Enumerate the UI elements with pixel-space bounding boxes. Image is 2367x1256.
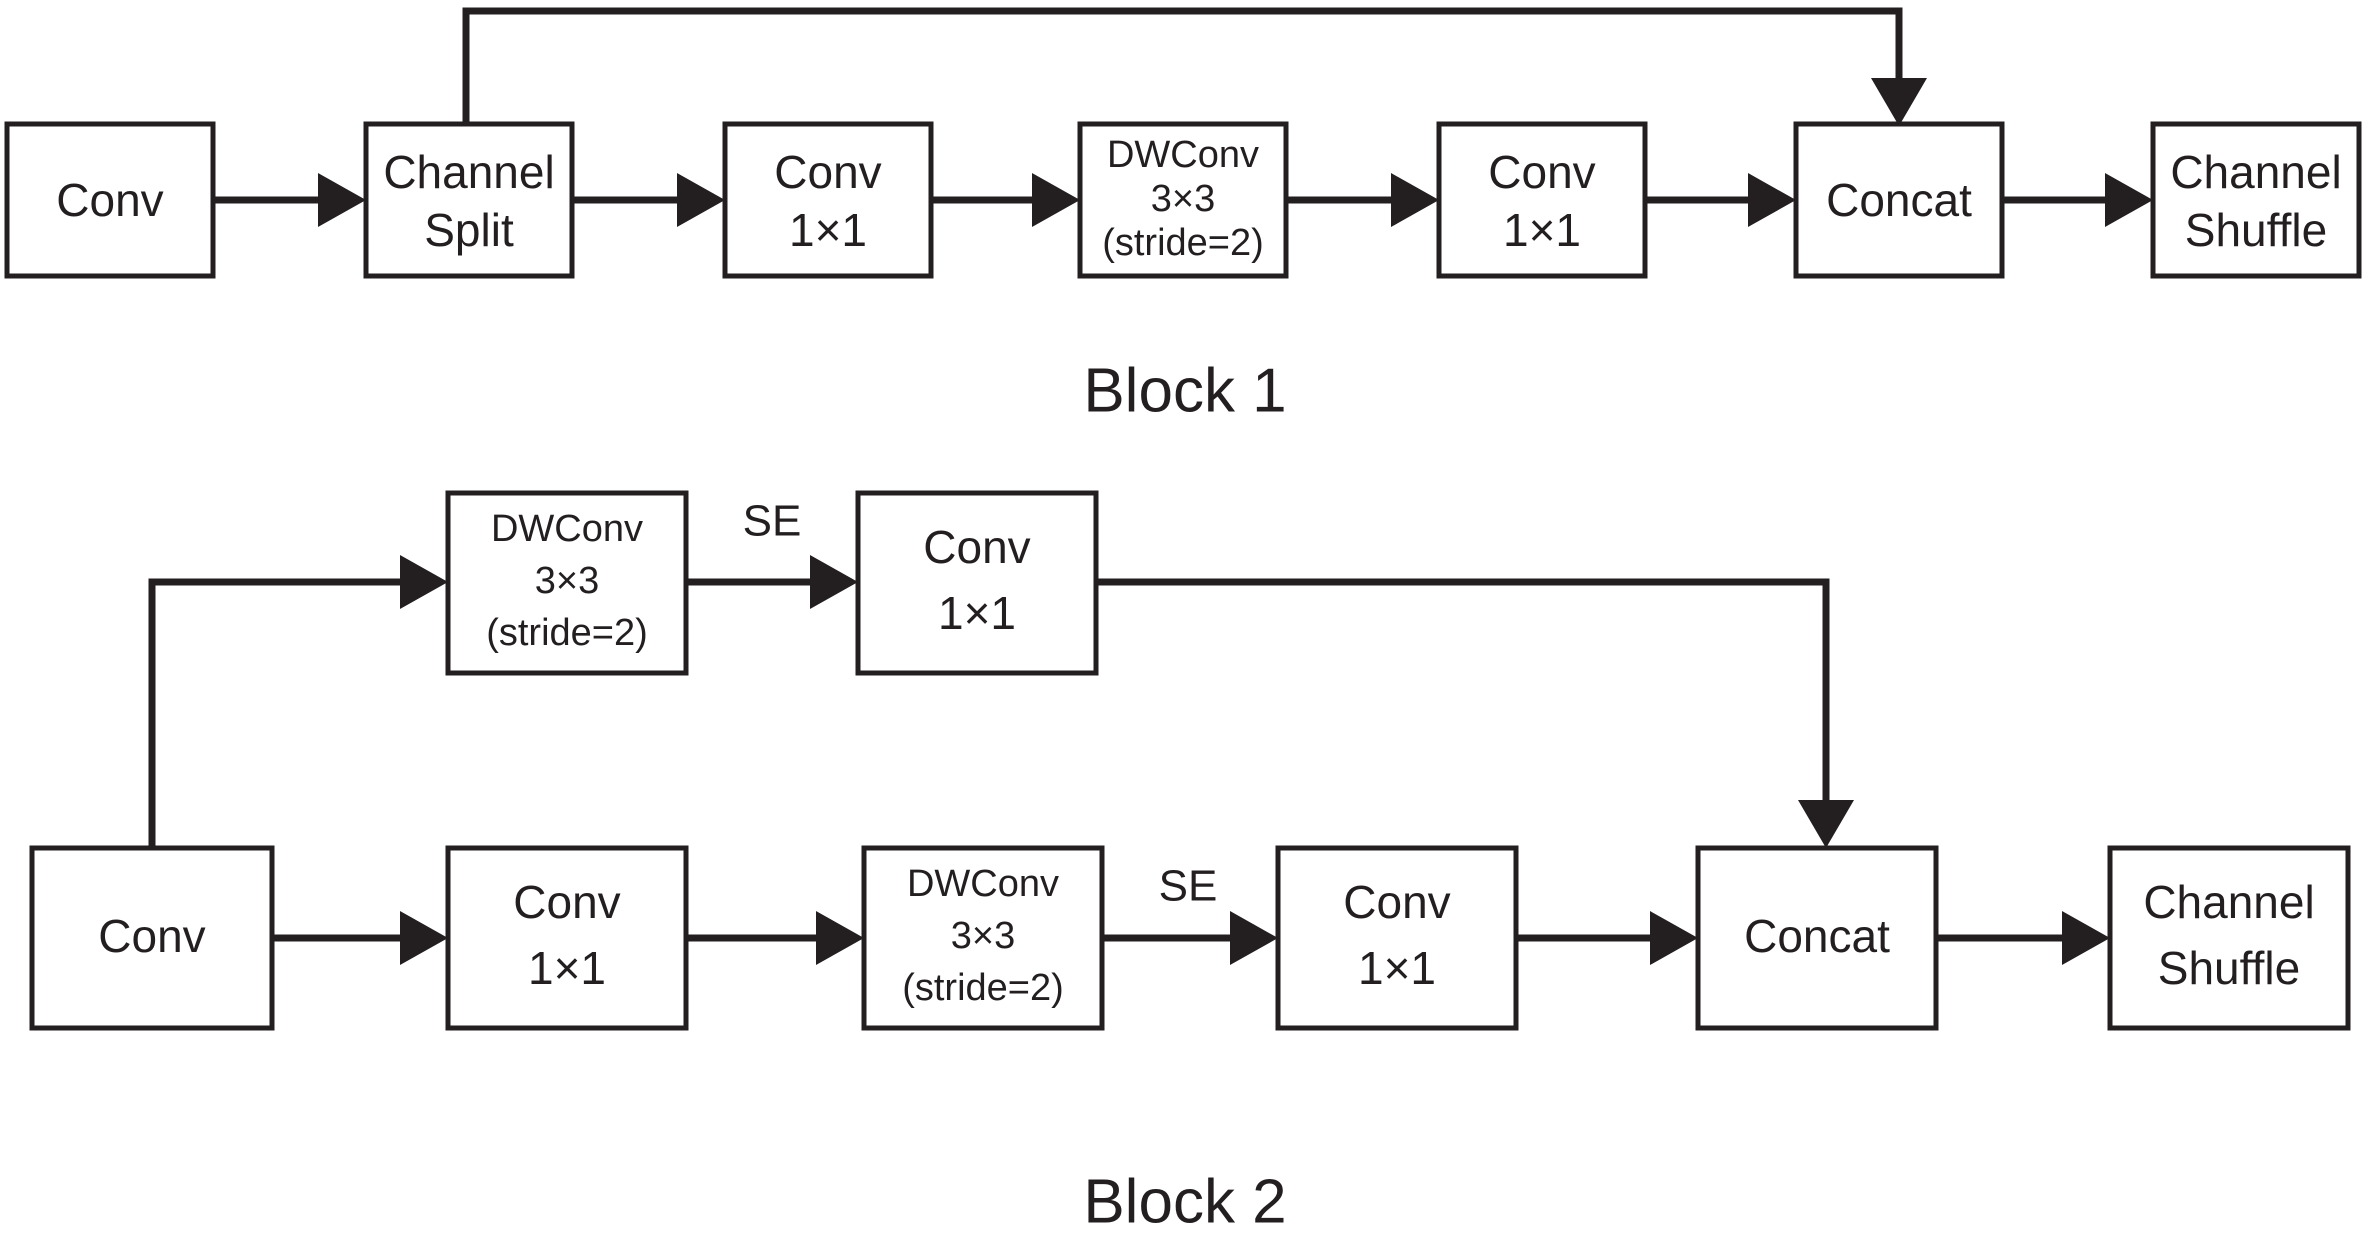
b2-edge-concat-to-shuffle <box>1936 911 2110 965</box>
node-label: Concat <box>1744 910 1890 962</box>
arrowhead-right <box>1391 173 1439 227</box>
b1-edge-conv1x1b-to-concat <box>1645 173 1796 227</box>
node-rect <box>445 845 689 1031</box>
node-rect <box>1695 845 1939 1031</box>
b1-node-conv1x1-b: Conv 1×1 <box>1436 121 1648 279</box>
node-label-line-2: 1×1 <box>528 942 606 994</box>
node-label-line-1: Channel <box>2170 146 2341 198</box>
node-label-line-2: Shuffle <box>2185 204 2327 256</box>
node-label-line-2: Split <box>424 204 514 256</box>
node-label-line-1: Conv <box>923 521 1030 573</box>
b1-node-concat: Concat <box>1793 121 2005 279</box>
b2-node-channel-shuffle: Channel Shuffle <box>2107 845 2351 1031</box>
b1-node-conv: Conv <box>4 121 216 279</box>
node-label-line-2: 1×1 <box>1503 204 1581 256</box>
arrowhead-down <box>1798 800 1854 848</box>
b2-edge-conv-to-conv1x1a <box>272 911 448 965</box>
b2-node-concat: Concat <box>1695 845 1939 1031</box>
se-label-top: SE <box>743 497 802 546</box>
arrowhead-right <box>400 911 448 965</box>
node-label-line-2: 3×3 <box>535 560 599 602</box>
b2-node-conv1x1-top: Conv 1×1 <box>855 490 1099 676</box>
b2-branch-up-to-dwconv-top <box>148 555 448 848</box>
b1-node-conv1x1-a: Conv 1×1 <box>722 121 934 279</box>
node-label-line-1: DWConv <box>907 863 1059 905</box>
se-label-bottom: SE <box>1159 862 1218 911</box>
arrowhead-right <box>677 173 725 227</box>
arrowhead-right <box>1748 173 1796 227</box>
node-rect <box>722 121 934 279</box>
b1-node-channel-shuffle: Channel Shuffle <box>2150 121 2362 279</box>
b2-node-dwconv-bottom: DWConv 3×3 (stride=2) <box>861 845 1105 1031</box>
b2-edge-conv1x1b-to-concat <box>1516 911 1698 965</box>
b2-node-dwconv-top: DWConv 3×3 (stride=2) <box>445 490 689 676</box>
node-rect <box>29 845 275 1031</box>
arrowhead-right <box>1650 911 1698 965</box>
node-rect <box>2107 845 2351 1031</box>
node-label-line-1: Conv <box>1488 146 1595 198</box>
node-label-line-2: Shuffle <box>2158 942 2300 994</box>
block-1-caption: Block 1 <box>1083 356 1286 425</box>
arrowhead-right <box>816 911 864 965</box>
node-label-line-1: DWConv <box>1107 134 1259 176</box>
arrowhead-right <box>1032 173 1080 227</box>
node-label-line-1: Conv <box>1343 876 1450 928</box>
node-label-line-1: Channel <box>2143 876 2314 928</box>
arrowhead-right <box>2062 911 2110 965</box>
node-label-line-2: 1×1 <box>938 587 1016 639</box>
arrowhead-right <box>318 173 366 227</box>
node-label-line-1: Channel <box>383 146 554 198</box>
node-label-line-2: 3×3 <box>1151 178 1215 220</box>
node-rect <box>1275 845 1519 1031</box>
arrowhead-right <box>400 555 448 609</box>
b2-edge-se-bottom: SE <box>1102 862 1278 965</box>
node-label-line-3: (stride=2) <box>1102 222 1264 264</box>
node-label: Conv <box>56 174 163 226</box>
block-2-caption: Block 2 <box>1083 1167 1286 1236</box>
node-label-line-1: Conv <box>513 876 620 928</box>
b1-skip-connection <box>462 7 1927 126</box>
b1-node-dwconv: DWConv 3×3 (stride=2) <box>1077 121 1289 279</box>
node-label-line-2: 3×3 <box>951 915 1015 957</box>
b1-edge-dwconv-to-conv1x1b <box>1286 173 1439 227</box>
b2-edge-conv1x1a-to-dwconv <box>686 911 864 965</box>
node-rect <box>363 121 575 279</box>
node-rect <box>855 490 1099 676</box>
b2-edge-se-top: SE <box>686 497 858 609</box>
node-label: Conv <box>98 910 205 962</box>
node-label-line-2: 1×1 <box>789 204 867 256</box>
node-label-line-1: Conv <box>774 146 881 198</box>
arrowhead-right <box>2105 173 2153 227</box>
b2-node-conv: Conv <box>29 845 275 1031</box>
node-rect <box>861 845 1105 1031</box>
b1-edge-conv1x1a-to-dwconv <box>931 173 1080 227</box>
b2-node-conv1x1-b: Conv 1×1 <box>1275 845 1519 1031</box>
node-label-line-1: DWConv <box>491 508 643 550</box>
arrowhead-right <box>1230 911 1278 965</box>
b1-edge-conv-to-split <box>213 173 366 227</box>
node-rect <box>1077 121 1289 279</box>
node-label-line-3: (stride=2) <box>486 612 648 654</box>
b1-edge-concat-to-shuffle <box>2002 173 2153 227</box>
b2-node-conv1x1-a: Conv 1×1 <box>445 845 689 1031</box>
arrowhead-right <box>810 555 858 609</box>
block-1-group: Conv Channel Split Conv 1×1 <box>4 7 2362 425</box>
b1-node-channel-split: Channel Split <box>363 121 575 279</box>
arrowhead-down <box>1871 78 1927 126</box>
b1-edge-split-to-conv1x1a <box>572 173 725 227</box>
node-rect <box>445 490 689 676</box>
node-label: Concat <box>1826 174 1972 226</box>
block-2-group: DWConv 3×3 (stride=2) SE Conv 1×1 <box>29 490 2351 1236</box>
node-rect <box>4 121 216 279</box>
b2-branch-down-to-concat <box>1096 578 1854 848</box>
node-label-line-3: (stride=2) <box>902 967 1064 1009</box>
node-label-line-2: 1×1 <box>1358 942 1436 994</box>
node-rect <box>2150 121 2362 279</box>
